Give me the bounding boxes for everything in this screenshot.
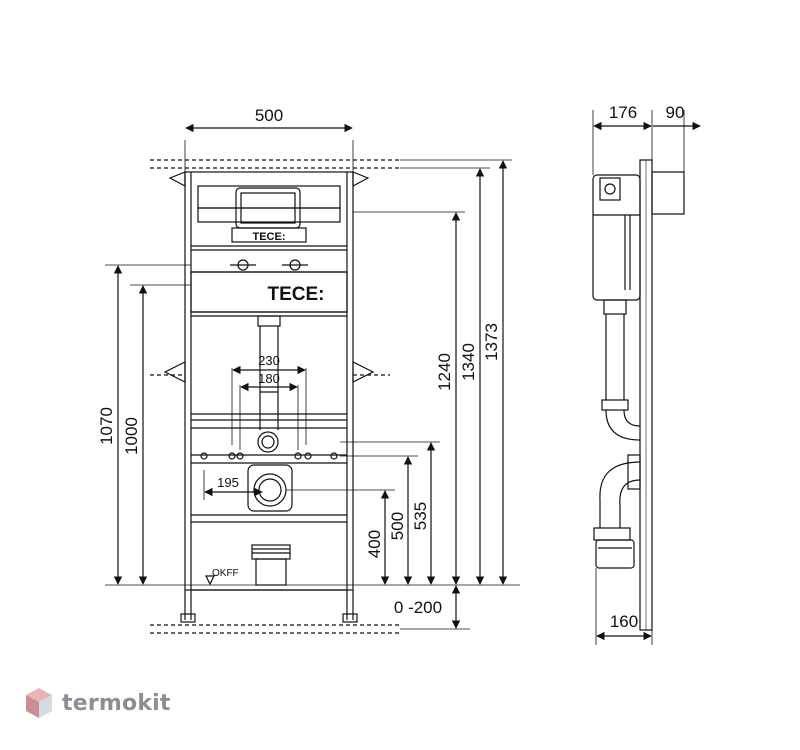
dim-height-1070: 1070 — [97, 407, 116, 445]
dim-depth-160: 160 — [610, 612, 638, 631]
dim-width: 500 — [255, 106, 283, 125]
dim-depth-90: 90 — [666, 103, 685, 122]
dim-height-535: 535 — [411, 502, 430, 530]
dim-height-1373: 1373 — [482, 323, 501, 361]
dim-height-1240: 1240 — [435, 353, 454, 391]
dim-height-400: 400 — [365, 530, 384, 558]
brand-label: TECE: — [268, 284, 325, 305]
front-view — [105, 123, 520, 634]
dim-height-1000: 1000 — [122, 417, 141, 455]
dim-offset-195: 195 — [217, 475, 239, 490]
brand-label-small: TECE: — [253, 231, 286, 243]
floor-level-label: OKFF — [212, 568, 239, 579]
dim-depth-176: 176 — [609, 103, 637, 122]
side-view — [592, 110, 701, 645]
cube-logo-icon — [26, 688, 52, 718]
dim-height-1340: 1340 — [459, 343, 478, 381]
dim-spacing-180: 180 — [258, 371, 280, 386]
floor-level-marker — [205, 575, 215, 586]
floor-band — [150, 624, 400, 634]
watermark: termokit — [24, 686, 171, 720]
dim-spacing-230: 230 — [258, 353, 280, 368]
watermark-text: termokit — [62, 690, 171, 716]
dim-floor-range: 0 -200 — [394, 598, 442, 617]
dim-height-500: 500 — [388, 512, 407, 540]
ceiling-band — [150, 159, 400, 169]
